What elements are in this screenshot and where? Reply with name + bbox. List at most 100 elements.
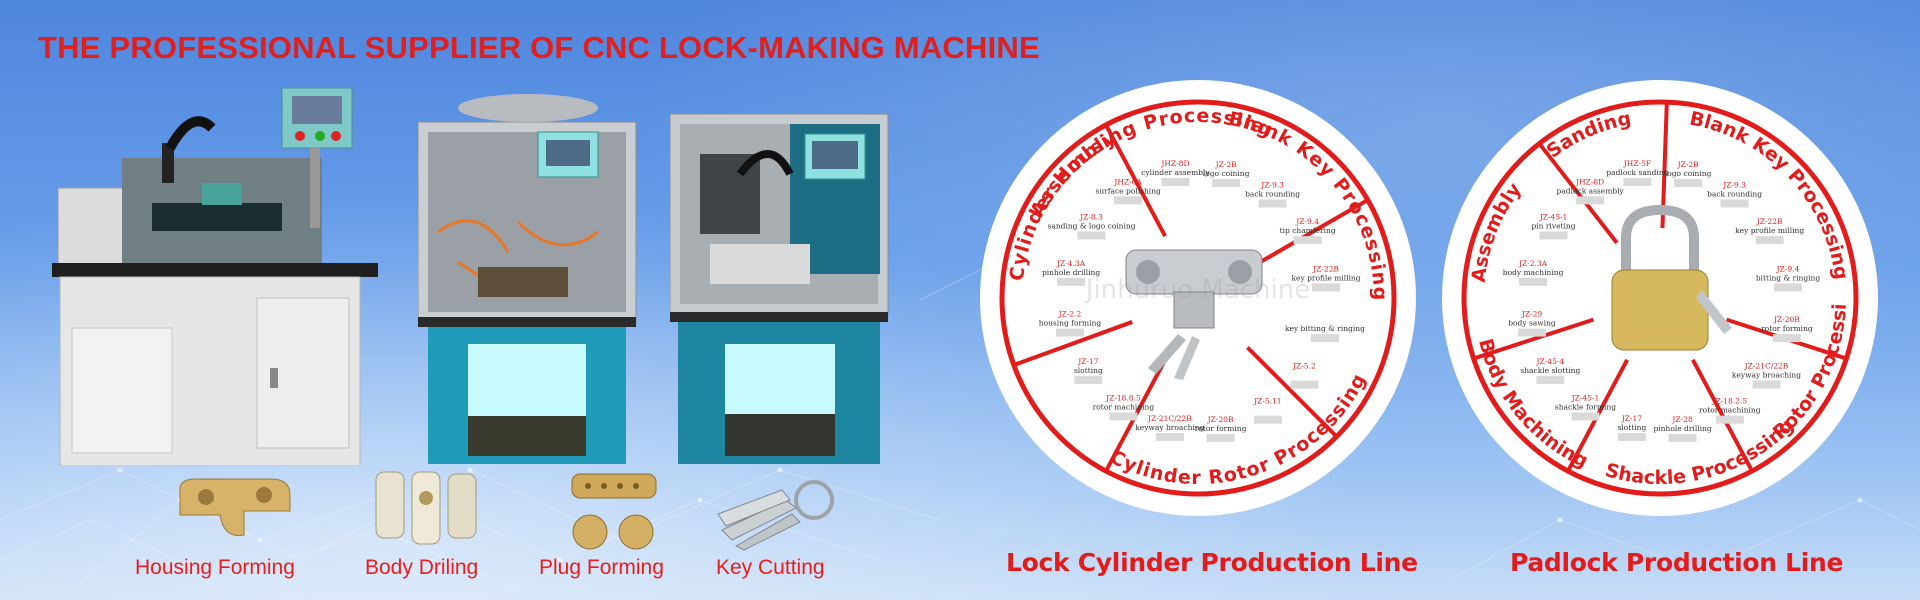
step-part-icon <box>1571 412 1600 421</box>
step-label: keyway broaching <box>1732 371 1801 380</box>
step-part-icon <box>1155 432 1184 441</box>
step-part-icon <box>1161 177 1190 186</box>
step-label: padlock sanding <box>1606 168 1668 177</box>
caption-housing-forming: Housing Forming <box>135 556 295 579</box>
step-part-icon <box>1057 277 1086 286</box>
process-step: key bitting & ringing <box>1285 324 1365 343</box>
process-step: JZ-5.11 <box>1253 397 1282 424</box>
padlock-wheel-title: Padlock Production Line <box>1510 548 1844 577</box>
step-code: JZ-2B <box>1677 160 1700 169</box>
wheel-divider <box>1104 124 1167 238</box>
step-label: rotor forming <box>1761 324 1813 333</box>
wheel-divider <box>1257 198 1369 265</box>
caption-body-driling: Body Driling <box>365 556 479 579</box>
step-part-icon <box>1539 231 1568 240</box>
step-code: JZ-21C/22B <box>1744 362 1789 371</box>
step-code: JZ-8.3 <box>1079 212 1103 221</box>
step-label: logo coining <box>1203 169 1250 178</box>
plug-forming-machine-image <box>670 114 889 464</box>
step-code: JHZ-8D <box>1160 159 1189 168</box>
step-label: key bitting & ringing <box>1285 324 1365 333</box>
process-step: JZ-5.2 <box>1290 362 1319 389</box>
step-code: JZ-20B <box>1773 315 1800 324</box>
step-part-icon <box>1519 277 1548 286</box>
step-part-icon <box>1293 236 1322 245</box>
step-code: JZ-5.2 <box>1292 362 1316 371</box>
step-part-icon <box>1674 179 1703 188</box>
step-label: pin riveting <box>1531 221 1575 230</box>
step-part-icon <box>1074 375 1103 384</box>
step-label: slotting <box>1074 366 1103 375</box>
step-part-icon <box>1206 434 1235 443</box>
step-label: back rounding <box>1245 190 1300 199</box>
step-label: keyway broaching <box>1135 423 1204 432</box>
step-label: padlock assembly <box>1557 186 1625 195</box>
step-part-icon <box>1253 415 1282 424</box>
step-code: JZ-4.3A <box>1056 259 1086 268</box>
step-code: JZ-18.8.5 <box>1105 393 1141 402</box>
wheel-divider <box>1691 358 1754 472</box>
step-part-icon <box>1617 432 1646 441</box>
step-code: JZ-22B <box>1312 264 1339 273</box>
keys-product-image <box>717 480 834 551</box>
step-part-icon <box>1752 380 1781 389</box>
step-part-icon <box>1720 199 1749 208</box>
step-part-icon <box>1114 196 1143 205</box>
step-code: JZ-2.2 <box>1058 310 1082 319</box>
step-code: JZ-17 <box>1077 357 1099 366</box>
step-part-icon <box>1517 328 1546 337</box>
step-code: JZ-45-1 <box>1539 212 1568 221</box>
step-label: body machining <box>1503 268 1564 277</box>
step-code: JZ-29 <box>1521 310 1543 319</box>
step-label: rotor forming <box>1195 424 1247 433</box>
wheel-divider <box>1013 320 1133 367</box>
step-label: tip chamfering <box>1280 226 1336 235</box>
step-label: housing forming <box>1039 319 1102 328</box>
step-part-icon <box>1212 179 1241 188</box>
step-code: JZ-2B <box>1215 160 1238 169</box>
step-part-icon <box>1755 236 1784 245</box>
step-part-icon <box>1290 380 1319 389</box>
step-label: pinhole drilling <box>1042 268 1100 277</box>
cylinder-wheel-title: Lock Cylinder Production Line <box>1006 548 1418 577</box>
step-code: JZ-45-1 <box>1571 393 1600 402</box>
step-label: bitting & ringing <box>1756 273 1821 282</box>
step-part-icon <box>1623 177 1652 186</box>
wheel-divider <box>1537 142 1619 245</box>
step-label: pinhole drilling <box>1653 424 1711 433</box>
step-part-icon <box>1258 199 1287 208</box>
padlock-bodies-product-image <box>375 471 477 545</box>
euro-cylinder-lock-icon <box>1125 249 1263 380</box>
step-part-icon <box>1310 334 1339 343</box>
step-code: JZ-2.3A <box>1518 259 1548 268</box>
step-label: surface polishing <box>1095 186 1161 195</box>
step-label: slotting <box>1617 423 1646 432</box>
step-code: JZ-5.11 <box>1253 397 1281 406</box>
step-code: JZ-21C/22B <box>1147 414 1192 423</box>
step-part-icon <box>1668 434 1697 443</box>
wheel-divider <box>1246 346 1339 439</box>
